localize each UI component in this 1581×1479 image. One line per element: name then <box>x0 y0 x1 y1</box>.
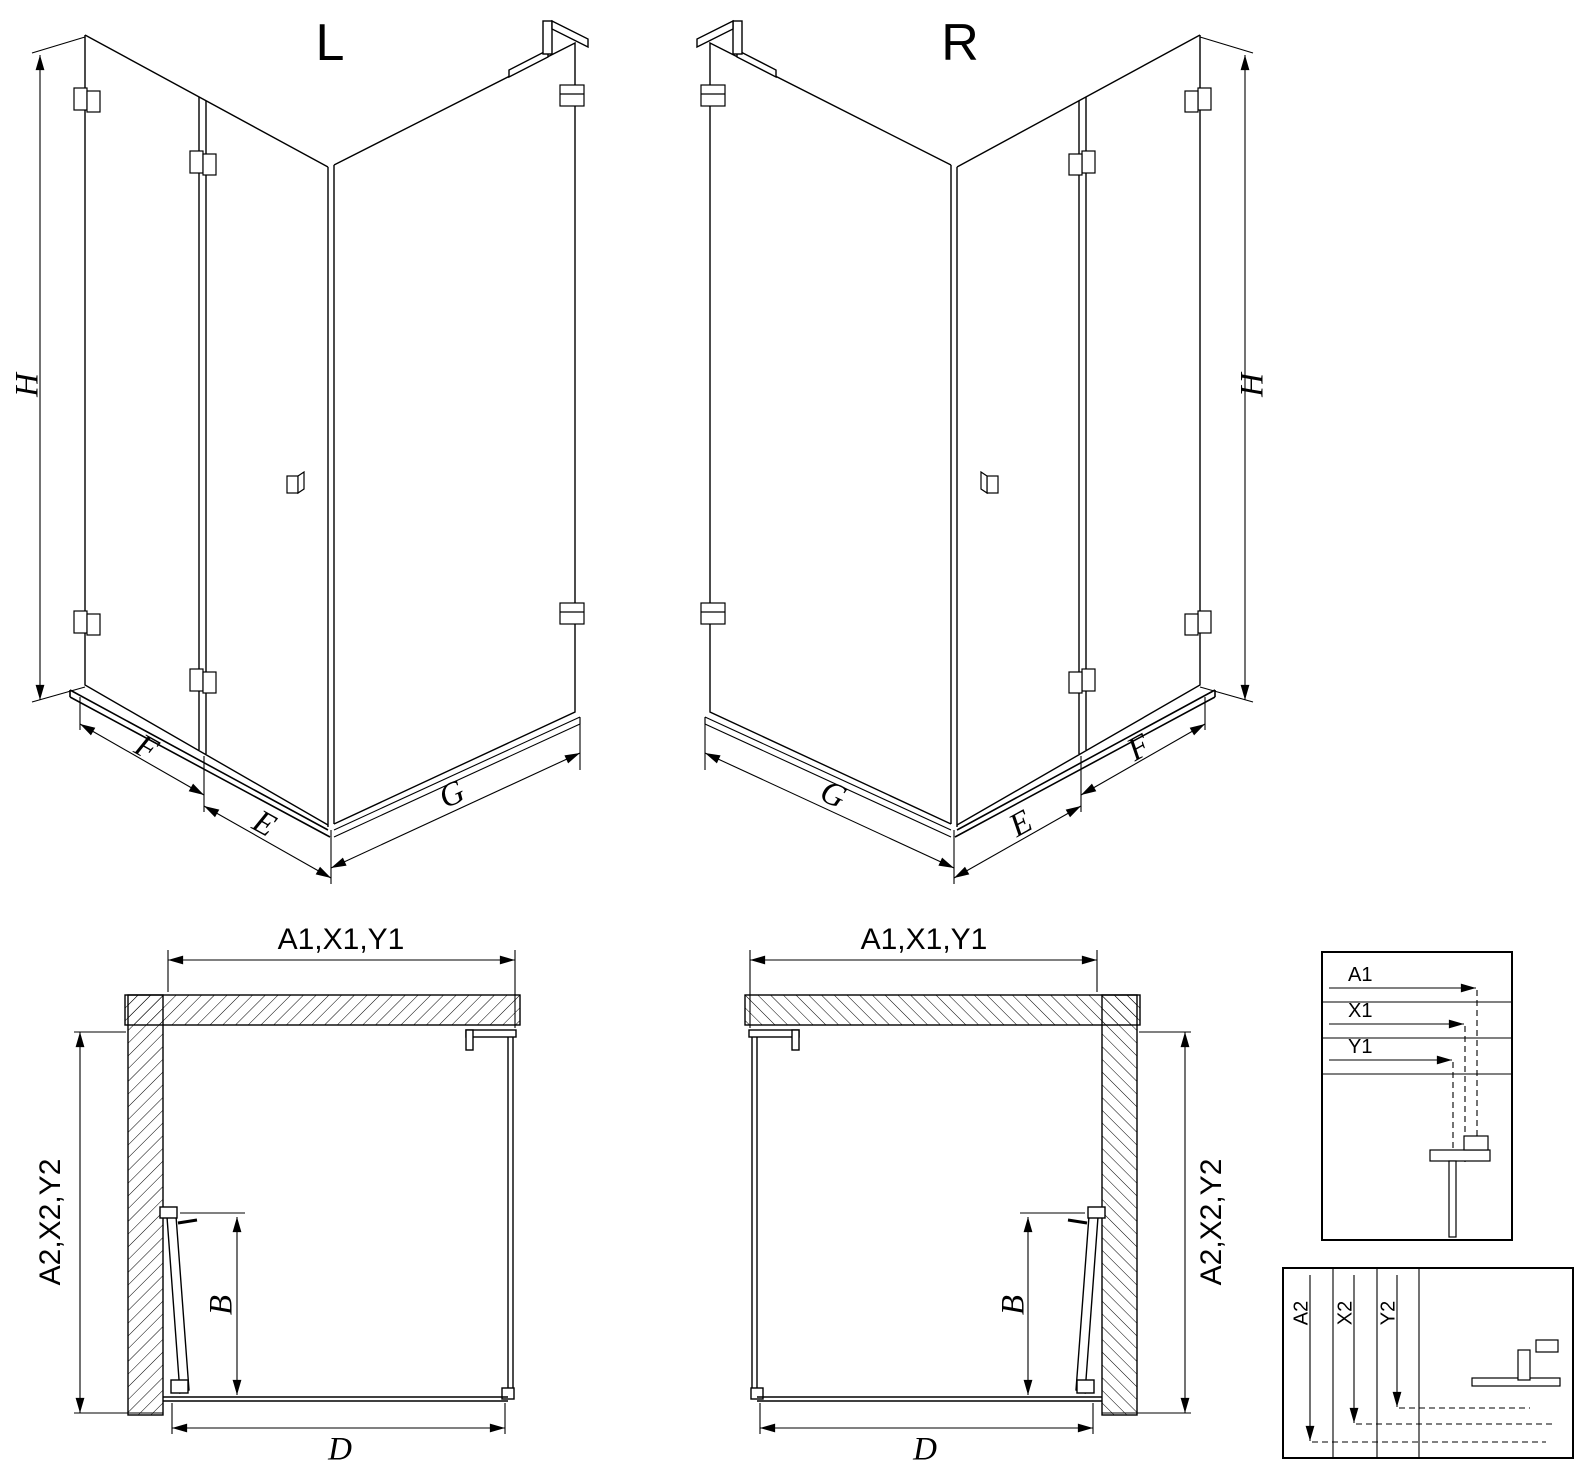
label-depth-left: A2,X2,Y2 <box>34 1159 67 1286</box>
detail-columns <box>1305 1268 1420 1458</box>
label-side-panel-left: G <box>434 773 471 816</box>
iso-view-right: R H F E G <box>697 14 1271 884</box>
label-entry-left: D <box>327 1432 352 1468</box>
profile-section-icon <box>1471 1339 1561 1387</box>
plan-geometry-left <box>74 950 520 1434</box>
label-depth-right: A2,X2,Y2 <box>1195 1159 1228 1286</box>
view-title-left: L <box>316 14 345 72</box>
label-height-left: H <box>10 371 46 398</box>
label-width-left: A1,X1,Y1 <box>278 923 405 956</box>
label-a2: A2 <box>1290 1301 1312 1325</box>
label-x2: X2 <box>1334 1301 1356 1325</box>
detail-view-vertical: A2 X2 Y2 <box>1282 1267 1574 1459</box>
label-height-right: H <box>1235 371 1271 398</box>
label-y1: Y1 <box>1348 1036 1372 1058</box>
label-width-right: A1,X1,Y1 <box>861 923 988 956</box>
profile-section-icon <box>1429 1135 1491 1238</box>
detail-rows <box>1322 983 1512 1075</box>
detail-frame <box>1282 1267 1574 1459</box>
label-door-width-left: B <box>204 1295 240 1315</box>
label-door-width-right: B <box>996 1295 1032 1315</box>
plan-view-right: A1,X1,Y1 A2,X2,Y2 B D <box>745 923 1228 1468</box>
detail-frame <box>1321 951 1513 1241</box>
label-a1: A1 <box>1348 964 1372 986</box>
label-x1: X1 <box>1348 1000 1372 1022</box>
label-fixed-panel-left: F <box>128 727 165 769</box>
iso-view-left: L H F E G <box>10 14 588 884</box>
iso-geometry-right <box>697 21 1253 884</box>
view-title-right: R <box>941 14 979 72</box>
label-side-panel-right: G <box>815 773 852 816</box>
iso-geometry-left <box>32 21 588 884</box>
label-door-left: E <box>246 803 282 845</box>
label-fixed-panel-right: F <box>1120 727 1157 769</box>
detail-view-horizontal: A1 X1 Y1 <box>1321 951 1513 1241</box>
label-door-right: E <box>1002 803 1038 845</box>
detail-dashed-leaders <box>1312 1407 1554 1443</box>
label-entry-right: D <box>912 1432 937 1468</box>
label-y2: Y2 <box>1377 1301 1399 1325</box>
plan-geometry-right <box>745 950 1191 1434</box>
plan-view-left: A1,X1,Y1 A2,X2,Y2 B D <box>34 923 520 1468</box>
